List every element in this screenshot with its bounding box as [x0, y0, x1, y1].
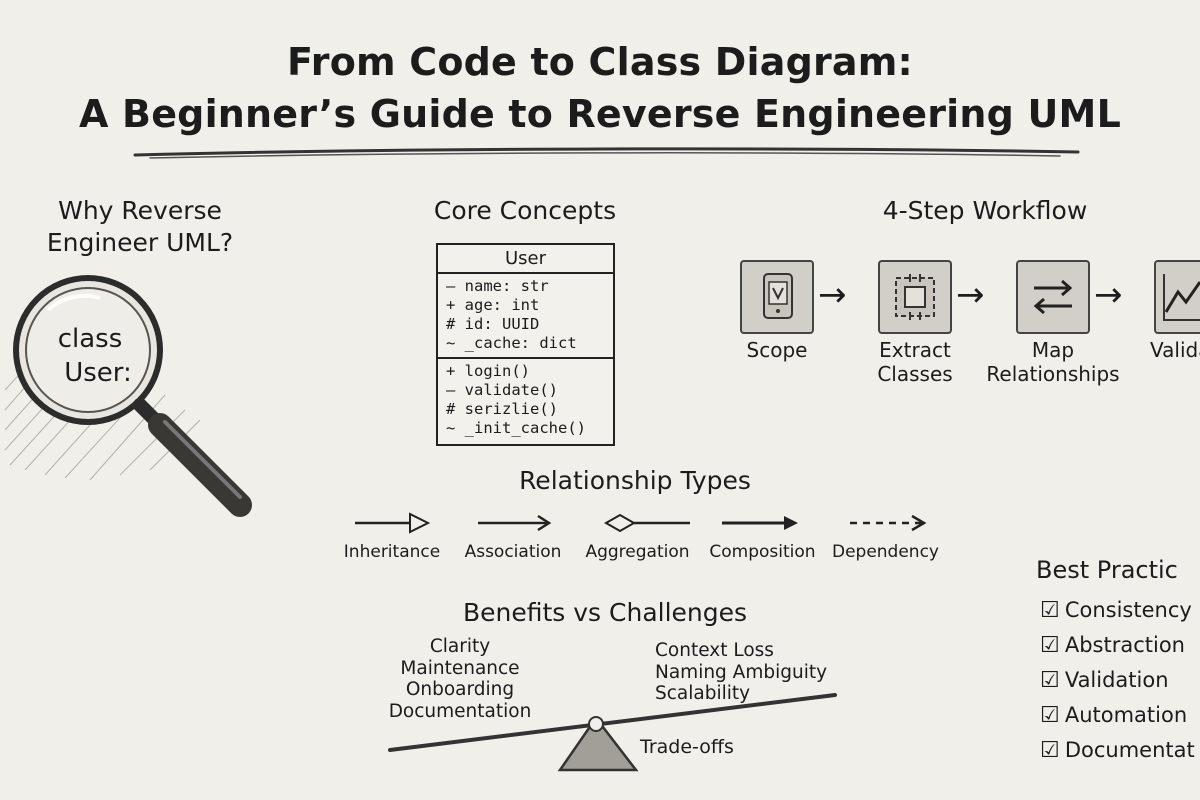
why-heading-line-1: Why Reverse: [58, 196, 222, 225]
checkbox-checked-icon: ☑: [1040, 668, 1060, 693]
trend-chart-icon: [1163, 274, 1200, 321]
checkbox-checked-icon: ☑: [1040, 598, 1060, 623]
relationship-symbols: [355, 512, 927, 534]
workflow-step-2-box: [878, 260, 952, 334]
relationship-label: Aggregation: [585, 542, 690, 562]
workflow-step-4-box: [1154, 260, 1200, 334]
arrow-right-icon: →: [956, 275, 985, 315]
workflow-step-2-label: Extract: [879, 338, 951, 362]
relationship-label: Dependency: [831, 542, 939, 562]
challenges-list: Context Loss Naming Ambiguity Scalabilit…: [655, 640, 840, 705]
magnifying-glass-icon: [4, 275, 252, 517]
benefits-list: Clarity Maintenance Onboarding Documenta…: [385, 636, 535, 722]
challenge-item: Naming Ambiguity: [655, 661, 828, 683]
checkbox-checked-icon: ☑: [1040, 703, 1060, 728]
extract-icon: [895, 274, 935, 320]
workflow-step-3-box: [1016, 260, 1090, 334]
best-practices-list: ☑ Consistency ☑ Abstraction ☑ Validation…: [1040, 598, 1200, 773]
benefits-heading: Benefits vs Challenges: [462, 598, 748, 627]
uml-attribute: — name: str: [446, 277, 549, 295]
best-practice-item: ☑ Automation: [1040, 703, 1188, 728]
challenge-item: Context Loss: [655, 640, 774, 661]
inheritance-arrow-icon: [355, 512, 431, 534]
checkbox-checked-icon: ☑: [1040, 738, 1060, 763]
aggregation-diamond-icon: [603, 513, 690, 533]
dependency-arrow-icon: [850, 514, 927, 532]
arrow-right-icon: →: [818, 275, 847, 315]
best-practice-item: ☑ Abstraction: [1040, 633, 1185, 658]
uml-method: + login(): [446, 362, 530, 380]
best-practices-heading: Best Practic: [1036, 556, 1178, 584]
uml-method: ~ _init_cache(): [446, 419, 586, 437]
title-line-2: A Beginner’s Guide to Reverse Engineerin…: [79, 92, 1121, 136]
checkbox-checked-icon: ☑: [1040, 633, 1060, 658]
workflow-step-4-label: Valida: [1150, 338, 1200, 362]
benefit-item: Clarity: [429, 636, 491, 657]
relationship-label: Composition: [709, 542, 816, 562]
composition-arrow-icon: [722, 516, 798, 530]
uml-attribute: + age: int: [446, 296, 540, 314]
uml-method: — validate(): [446, 381, 558, 399]
workflow-step-3-label: Map: [1031, 338, 1075, 362]
lens-text-line-1: class: [57, 324, 123, 354]
balance-scale-icon: [388, 693, 837, 772]
association-arrow-icon: [478, 514, 552, 532]
best-practice-item: ☑ Documentat: [1040, 738, 1195, 763]
lens-text-line-2: User:: [64, 358, 132, 388]
uml-methods: + login() — validate() # serizlie() ~ _i…: [438, 357, 613, 442]
workflow-step-1-box: [740, 260, 814, 334]
why-heading-line-2: Engineer UML?: [46, 228, 234, 257]
relationship-label: Association: [464, 542, 562, 562]
workflow-step-2-label-line-2: Classes: [877, 362, 953, 386]
workflow-step-3-label-line-2: Relationships: [986, 362, 1120, 386]
core-heading: Core Concepts: [433, 196, 617, 225]
workflow-step-1-label: Scope: [746, 338, 808, 362]
challenge-item: Scalability: [655, 683, 751, 704]
document-phone-icon: [763, 273, 793, 319]
best-practice-item: ☑ Validation: [1040, 668, 1169, 693]
uml-attribute: ~ _cache: dict: [446, 334, 577, 352]
benefit-item: Onboarding: [405, 679, 515, 700]
title-line-1: From Code to Class Diagram:: [287, 40, 913, 84]
uml-class-box: User — name: str + age: int # id: UUID ~…: [436, 243, 615, 446]
uml-method: # serizlie(): [446, 400, 558, 418]
relationships-heading: Relationship Types: [519, 466, 751, 495]
best-practice-item: ☑ Consistency: [1040, 598, 1192, 623]
workflow-heading: 4-Step Workflow: [882, 196, 1088, 225]
uml-attributes: — name: str + age: int # id: UUID ~ _cac…: [438, 274, 613, 357]
swap-arrows-icon: [1033, 279, 1073, 315]
relationship-label: Inheritance: [343, 542, 441, 562]
benefit-item: Documentation: [388, 700, 532, 722]
uml-attribute: # id: UUID: [446, 315, 540, 333]
uml-class-name: User: [438, 245, 613, 274]
benefit-item: Maintenance: [400, 657, 520, 679]
trade-offs-label: Trade-offs: [640, 736, 734, 758]
arrow-right-icon: →: [1094, 275, 1123, 315]
